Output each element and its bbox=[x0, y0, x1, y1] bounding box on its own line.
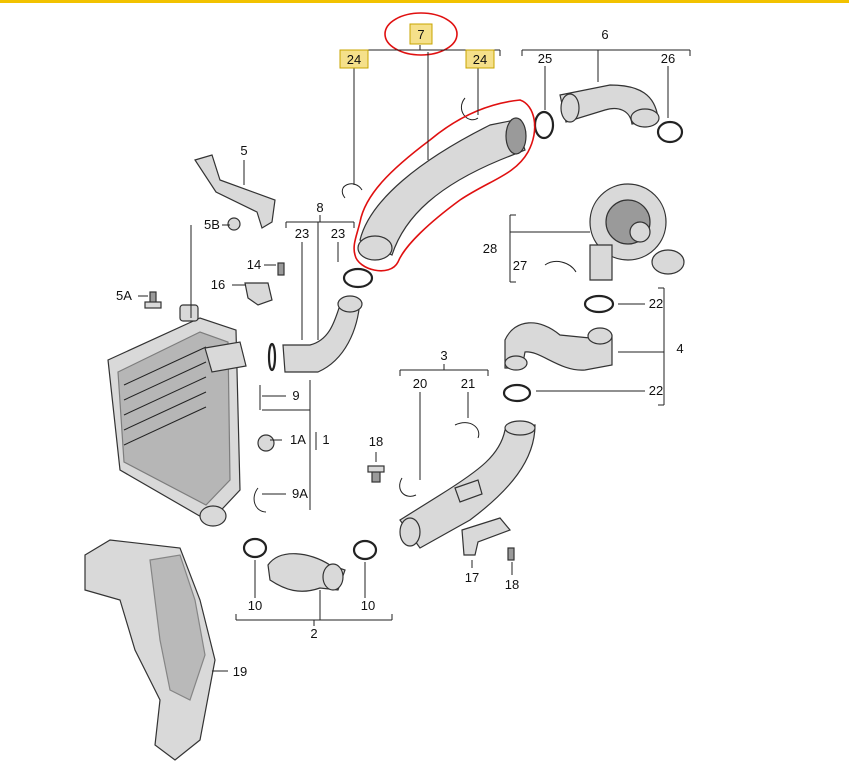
red-outline-annotation bbox=[353, 99, 536, 272]
callout-9: 9 bbox=[292, 388, 299, 403]
callout-20: 20 bbox=[413, 376, 427, 391]
callout-27: 27 bbox=[513, 258, 527, 273]
callout-22-bottom: 22 bbox=[649, 383, 663, 398]
o-rings bbox=[242, 110, 684, 561]
callout-3: 3 bbox=[440, 348, 447, 363]
callout-16: 16 bbox=[211, 277, 225, 292]
callout-26: 26 bbox=[661, 51, 675, 66]
leader-lines bbox=[138, 45, 691, 672]
red-circle-annotation bbox=[384, 12, 458, 56]
callout-5: 5 bbox=[240, 143, 247, 158]
charge-pipe-7-part bbox=[359, 119, 526, 256]
callout-8: 8 bbox=[316, 200, 323, 215]
callout-4: 4 bbox=[676, 341, 683, 356]
callout-5B: 5B bbox=[204, 217, 220, 232]
hose-4-part bbox=[504, 322, 613, 371]
callout-7: 7 bbox=[417, 27, 424, 42]
top-accent-bar bbox=[0, 0, 849, 3]
callout-25: 25 bbox=[538, 51, 552, 66]
callout-24-left: 24 bbox=[347, 52, 361, 67]
callout-17: 17 bbox=[465, 570, 479, 585]
highlight-box-24b bbox=[465, 49, 495, 69]
callout-18-lower: 18 bbox=[505, 577, 519, 592]
callout-1A: 1A bbox=[290, 432, 306, 447]
callout-22-top: 22 bbox=[649, 296, 663, 311]
callout-9A: 9A bbox=[292, 486, 308, 501]
bracket-part bbox=[194, 154, 276, 229]
callout-23-right: 23 bbox=[331, 226, 345, 241]
callout-18-upper: 18 bbox=[369, 434, 383, 449]
air-guide-inner bbox=[149, 554, 206, 701]
callout-24-right: 24 bbox=[473, 52, 487, 67]
callout-10-right: 10 bbox=[361, 598, 375, 613]
callout-10-left: 10 bbox=[248, 598, 262, 613]
turbocharger-part bbox=[589, 183, 685, 281]
callout-21: 21 bbox=[461, 376, 475, 391]
callout-5A: 5A bbox=[116, 288, 132, 303]
callout-6: 6 bbox=[601, 27, 608, 42]
callout-19: 19 bbox=[233, 664, 247, 679]
highlight-box-7 bbox=[409, 23, 433, 45]
small-parts bbox=[144, 97, 577, 561]
highlight-box-24a bbox=[339, 49, 369, 69]
intercooler-part bbox=[107, 304, 247, 527]
callout-1: 1 bbox=[322, 432, 329, 447]
callout-23-left: 23 bbox=[295, 226, 309, 241]
callout-28: 28 bbox=[483, 241, 497, 256]
callout-2: 2 bbox=[310, 626, 317, 641]
bracket-17-part bbox=[461, 517, 512, 556]
callout-14: 14 bbox=[247, 257, 261, 272]
